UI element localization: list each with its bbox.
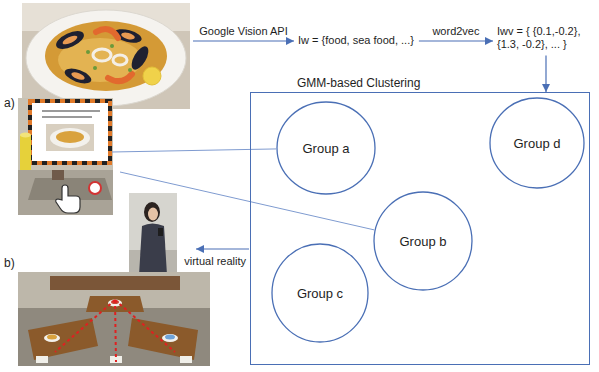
person-photo [158, 228, 163, 236]
vr-screenshot [128, 318, 198, 360]
vr-screenshot [20, 135, 31, 170]
panel-heading: GMM-based Clustering [297, 76, 420, 90]
food-photo [53, 27, 86, 52]
food-photo [63, 66, 93, 87]
vr-screenshot [86, 296, 144, 312]
food-photo [86, 50, 90, 54]
food-photo [22, 3, 190, 109]
flow-arrow [193, 40, 294, 41]
vr-screenshot [18, 308, 210, 366]
cluster-outline [374, 192, 472, 290]
flow-arrow [419, 40, 493, 41]
vr-screenshot [89, 182, 101, 194]
cluster-outline [490, 98, 584, 188]
arrow-label: word2vec [432, 25, 479, 38]
food-photo [70, 71, 85, 81]
food-photo [93, 49, 111, 61]
vr-screenshot [18, 272, 210, 366]
cluster-outline [277, 102, 375, 194]
food-photo [26, 10, 186, 106]
vr-screenshot [50, 276, 180, 290]
vr-screenshot [42, 110, 100, 112]
food-photo [86, 44, 132, 72]
panel-letter: a) [4, 96, 15, 110]
cluster-ellipse: Group c [271, 243, 369, 343]
panel-letter: b) [4, 256, 15, 270]
vr-screenshot [30, 101, 110, 163]
vr-screenshot [18, 170, 113, 215]
vr-screenshot [56, 185, 80, 213]
vr-screenshot [162, 334, 178, 342]
vr-screenshot [44, 334, 60, 342]
food-photo [120, 31, 135, 40]
food-photo [128, 68, 132, 72]
clustering-panel: GMM-based ClusteringGroup aGroup dGroup … [250, 92, 590, 365]
food-photo [45, 21, 167, 91]
food-photo [93, 66, 97, 70]
cluster-ellipse: Group a [276, 101, 376, 195]
vr-screenshot [52, 170, 64, 180]
person-photo [148, 208, 158, 221]
food-photo [61, 31, 135, 81]
vr-screenshot [56, 131, 84, 143]
flow-arrow [545, 55, 546, 92]
vr-screenshot [18, 272, 210, 366]
group-name: Group d [514, 136, 561, 151]
person-photo [128, 192, 178, 276]
food-photo [108, 74, 132, 81]
vr-screenshot [50, 128, 90, 148]
vector-set: Iwv = { {0.1,-0.2}, {1.3, -0.2}, ... } [497, 25, 595, 51]
cluster-outline [272, 244, 368, 342]
person-photo [128, 192, 178, 276]
food-photo [113, 55, 127, 65]
person-photo [144, 202, 160, 222]
vr-screenshot [46, 124, 94, 151]
vr-screenshot [30, 101, 110, 163]
vr-screenshot [180, 356, 192, 363]
arrow-label: virtual reality [184, 255, 246, 268]
vr-screenshot [20, 133, 31, 138]
vr-screenshot [18, 98, 113, 215]
food-photo [110, 44, 114, 48]
cluster-ellipse: Group b [373, 191, 473, 291]
food-photo [22, 3, 190, 109]
vector-set: Iw = {food, sea food, ...} [298, 34, 414, 47]
vr-screenshot [47, 335, 57, 340]
leader-line [112, 149, 276, 152]
vr-screenshot [36, 356, 48, 363]
vr-screenshot [55, 300, 175, 362]
food-photo [143, 67, 161, 85]
vr-screenshot [165, 335, 175, 340]
vr-screenshot [42, 116, 92, 118]
group-name: Group b [400, 234, 447, 249]
group-name: Group c [297, 286, 343, 301]
group-name: Group a [303, 141, 350, 156]
cluster-ellipse: Group d [489, 97, 585, 189]
vr-screenshot [18, 98, 113, 215]
food-photo [96, 29, 118, 38]
food-photo [53, 27, 151, 87]
arrow-label: Google Vision API [199, 25, 287, 38]
flow-arrow [196, 248, 249, 249]
person-photo [139, 224, 167, 276]
food-photo [61, 34, 78, 46]
